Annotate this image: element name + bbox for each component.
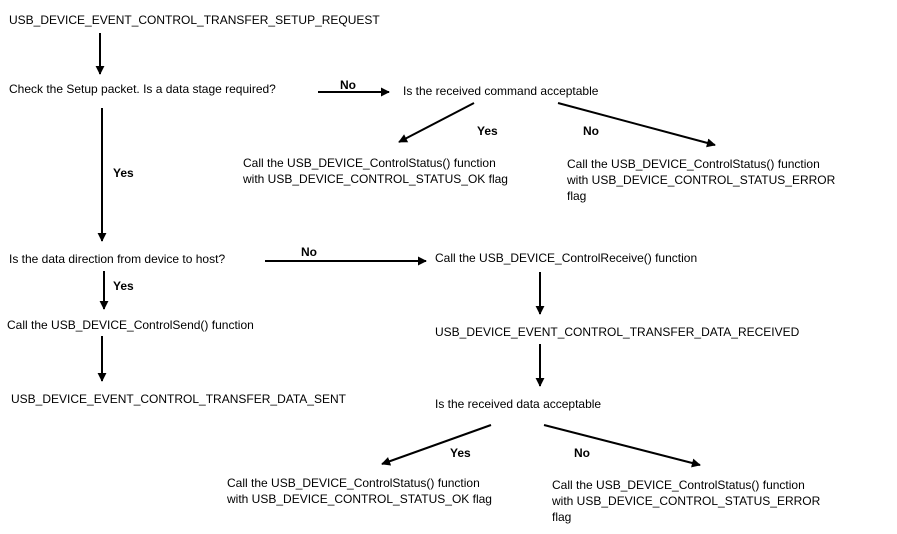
node-check-setup: Check the Setup packet. Is a data stage … — [9, 82, 276, 96]
node-status-error-2-line1: Call the USB_DEVICE_ControlStatus() func… — [552, 478, 805, 492]
node-direction-question: Is the data direction from device to hos… — [9, 252, 226, 266]
edge-label-yes-direction: Yes — [113, 279, 134, 293]
arrow-command-to-status-ok — [398, 102, 475, 143]
node-status-ok-1: Call the USB_DEVICE_ControlStatus() func… — [243, 155, 508, 187]
node-data-received: USB_DEVICE_EVENT_CONTROL_TRANSFER_DATA_R… — [435, 325, 800, 339]
edge-label-yes-command: Yes — [477, 124, 498, 138]
arrow-acceptable-to-status-ok — [381, 424, 492, 466]
node-status-ok-2-line1: Call the USB_DEVICE_ControlStatus() func… — [227, 476, 480, 490]
node-status-error-1-line3: flag — [567, 189, 587, 203]
node-status-ok-2-line2: with USB_DEVICE_CONTROL_STATUS_OK flag — [227, 492, 492, 506]
node-status-error-2-line3: flag — [552, 510, 572, 524]
node-status-error-1-line1: Call the USB_DEVICE_ControlStatus() func… — [567, 157, 820, 171]
arrow-command-to-status-error — [557, 102, 716, 148]
edge-label-no-data: No — [574, 446, 590, 460]
node-status-error-1-line2: with USB_DEVICE_CONTROL_STATUS_ERROR — [567, 173, 836, 187]
edge-label-no-direction: No — [301, 245, 317, 259]
edge-label-yes-data: Yes — [450, 446, 471, 460]
node-data-sent: USB_DEVICE_EVENT_CONTROL_TRANSFER_DATA_S… — [11, 392, 346, 406]
node-status-ok-1-line1: Call the USB_DEVICE_ControlStatus() func… — [243, 156, 496, 170]
node-command-acceptable: Is the received command acceptable — [403, 84, 599, 98]
node-status-ok-2: Call the USB_DEVICE_ControlStatus() func… — [227, 475, 492, 507]
node-status-error-2: Call the USB_DEVICE_ControlStatus() func… — [552, 477, 820, 525]
edge-label-no-command: No — [583, 124, 599, 138]
node-data-acceptable: Is the received data acceptable — [435, 397, 602, 411]
node-control-send: Call the USB_DEVICE_ControlSend() functi… — [7, 318, 254, 332]
node-status-error-1: Call the USB_DEVICE_ControlStatus() func… — [567, 156, 835, 204]
node-status-ok-1-line2: with USB_DEVICE_CONTROL_STATUS_OK flag — [243, 172, 508, 186]
node-setup-request: USB_DEVICE_EVENT_CONTROL_TRANSFER_SETUP_… — [9, 13, 380, 27]
edge-label-no-data-stage: No — [340, 78, 356, 92]
arrow-acceptable-to-status-error — [543, 424, 701, 468]
node-status-error-2-line2: with USB_DEVICE_CONTROL_STATUS_ERROR — [552, 494, 821, 508]
edge-label-yes-data-stage: Yes — [113, 166, 134, 180]
node-control-receive: Call the USB_DEVICE_ControlReceive() fun… — [435, 251, 698, 265]
